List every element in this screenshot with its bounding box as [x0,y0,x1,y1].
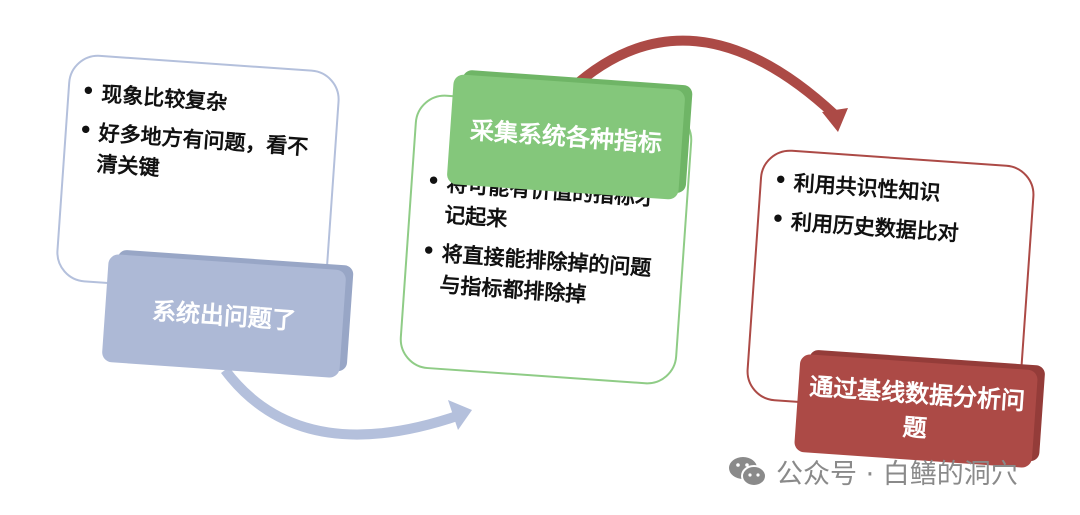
arrow-blue [221,366,462,440]
arrow-red [566,35,839,119]
arrow-red-head [822,108,848,132]
step1-bullet: 好多地方有问题，看不清关键 [74,116,322,195]
wechat-icon [729,456,767,487]
step1-label: 系统出问题了 [101,253,347,379]
watermark: 公众号 · 白鳝的洞穴 [728,452,1018,491]
arrow-blue-head [448,400,472,430]
step2-label: 采集系统各种指标 [446,74,686,200]
step3-bullet: 利用历史数据比对 [768,205,1017,253]
step2-bullet: 将直接能排除掉的问题与指标都排除掉 [417,237,669,316]
watermark-text: 公众号 · 白鳝的洞穴 [776,459,1018,490]
